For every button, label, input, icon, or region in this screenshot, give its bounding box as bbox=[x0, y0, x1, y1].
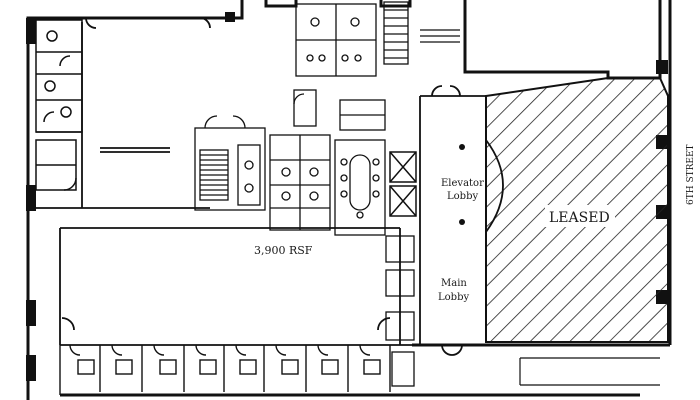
lobby-walls bbox=[419, 85, 504, 356]
south-private-offices bbox=[59, 344, 391, 395]
street-label: 6TH STREET bbox=[686, 144, 696, 205]
center-stair bbox=[194, 115, 266, 211]
elevator-lobby-label-1: Elevator bbox=[441, 178, 484, 189]
conference-room bbox=[334, 139, 386, 236]
area-label: 3,900 RSF bbox=[254, 244, 313, 257]
elevator-cabs bbox=[389, 151, 417, 217]
leased-label-backdrop bbox=[545, 205, 615, 227]
main-lobby-label-1: Main bbox=[441, 278, 467, 289]
south-corridor bbox=[519, 357, 660, 386]
south-office-walls bbox=[59, 227, 412, 346]
center-restrooms bbox=[269, 89, 386, 231]
elevator-lobby-label-2: Lobby bbox=[447, 191, 478, 202]
lobby-columns bbox=[459, 144, 465, 225]
interior-walls-north bbox=[36, 17, 211, 209]
northwest-restrooms bbox=[35, 19, 83, 191]
north-center-restrooms bbox=[295, 1, 460, 77]
main-lobby-label-2: Lobby bbox=[438, 292, 469, 303]
lobby-side-offices bbox=[385, 235, 415, 387]
leased-label: LEASED bbox=[549, 210, 610, 226]
